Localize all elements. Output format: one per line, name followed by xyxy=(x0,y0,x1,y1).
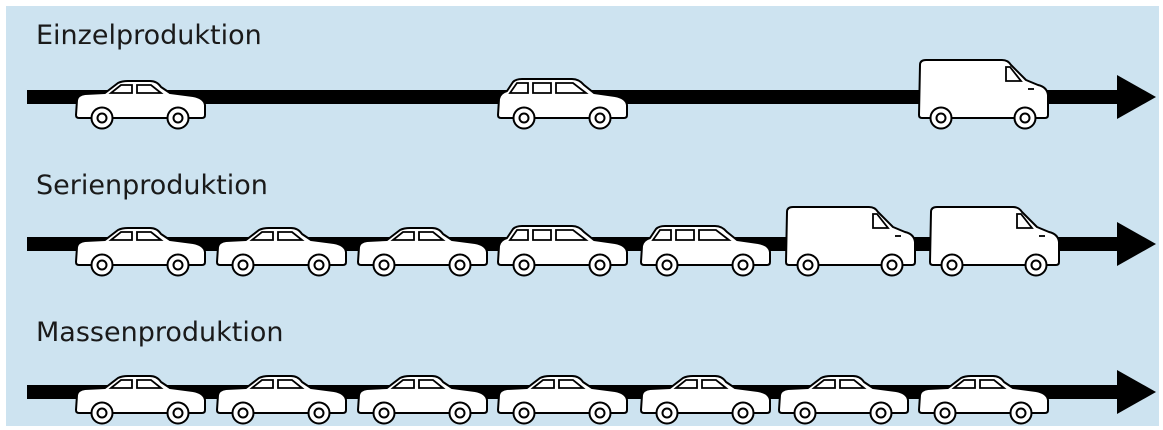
sedan-icon xyxy=(498,376,627,424)
sedan-icon xyxy=(217,228,346,276)
sedan-icon xyxy=(217,376,346,424)
arrow-head-0 xyxy=(1117,75,1156,119)
arrow-head-1 xyxy=(1117,222,1156,266)
van-icon xyxy=(786,207,915,276)
wagon-icon xyxy=(498,226,627,276)
sedan-icon xyxy=(641,376,770,424)
wagon-icon xyxy=(641,226,770,276)
sedan-icon xyxy=(76,228,205,276)
van-icon xyxy=(919,60,1048,129)
sedan-icon xyxy=(358,376,487,424)
van-icon xyxy=(930,207,1059,276)
sedan-icon xyxy=(358,228,487,276)
arrow-head-2 xyxy=(1117,370,1156,414)
sedan-icon xyxy=(76,81,205,129)
wagon-icon xyxy=(498,79,627,129)
sedan-icon xyxy=(76,376,205,424)
sedan-icon xyxy=(919,376,1048,424)
sedan-icon xyxy=(779,376,908,424)
